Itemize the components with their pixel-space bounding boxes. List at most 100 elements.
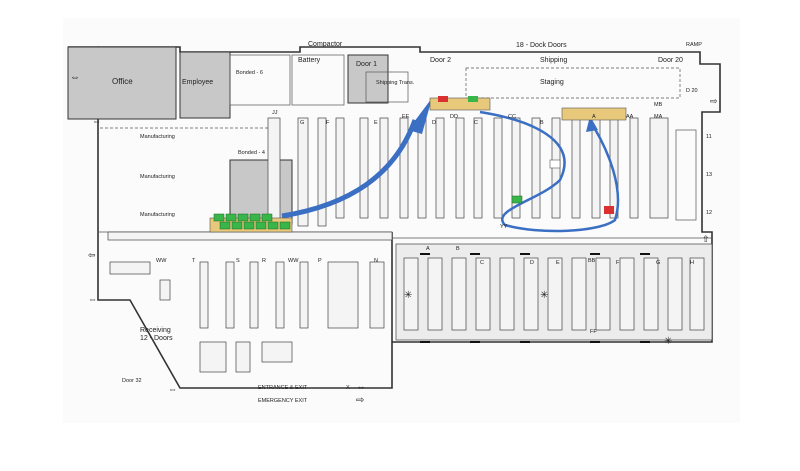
route-arrow-1 — [281, 119, 418, 219]
right-number-13: 13 — [706, 172, 712, 178]
label-shipping: Shipping — [540, 57, 567, 64]
route-arrow-2 — [479, 110, 620, 233]
emergency-arrow-ramp: ⇨ — [710, 96, 718, 106]
right-number-11: 11 — [706, 134, 712, 140]
bottom-aisle-a: A — [426, 246, 430, 252]
label-ramp: RAMP — [686, 42, 702, 48]
legend-emergency-text: EMERGENCY EXIT — [258, 398, 308, 404]
legend-emergency-arrow-icon: ⇨ — [356, 395, 364, 406]
star-marker-1: ✳ — [404, 290, 412, 301]
bottom-aisle-f: F — [616, 260, 620, 266]
employee-room — [179, 51, 231, 119]
label-ww-1: WW — [156, 258, 167, 264]
bottom-aisle-d: D — [530, 260, 534, 266]
aisle-label-s: S — [236, 258, 240, 264]
aisle-label-aa: AA — [626, 114, 634, 120]
label-manufacturing-3: Manufacturing — [140, 212, 175, 218]
staging-pallet — [561, 107, 627, 121]
red-pallet — [604, 206, 614, 214]
aisle-label-f: F — [326, 120, 330, 126]
label-receiving: Receiving — [140, 327, 171, 334]
office-room — [67, 46, 177, 120]
aisle-label-b: B — [540, 120, 544, 126]
aisle-label-dd: DD — [450, 114, 458, 120]
bottom-aisle-h: H — [690, 260, 694, 266]
route-arrowhead-1 — [408, 98, 432, 134]
entrance-arrow-door32: ⇔ — [168, 384, 177, 394]
building-outline — [68, 46, 721, 389]
dock-pallet-top — [429, 96, 491, 111]
label-bb: BB — [588, 258, 596, 264]
aisle-label-n: N — [374, 258, 378, 264]
legend-entrance-symbol: X — [346, 385, 350, 391]
label-staging: Staging — [540, 79, 564, 86]
label-bonded-6: Bonded - 6 — [236, 70, 263, 76]
legend: ENTRANCE & EXIT X ⇔ EMERGENCY EXIT ⇨ — [258, 382, 366, 406]
label-yy: YY — [500, 224, 508, 230]
label-battery: Battery — [298, 57, 321, 64]
label-door-32: Door 32 — [122, 378, 142, 384]
lower-aisle-labels: T S R P N — [192, 258, 378, 264]
aisle-label-c: C — [474, 120, 478, 126]
label-shipping-trans: Shipping Trans. — [376, 80, 415, 86]
bottom-aisle-labels-top: A B C D E F G H — [426, 246, 694, 266]
top-aisle-labels: G F E EE D DD C CC B A AA MA — [300, 114, 663, 126]
label-door-1: Door 1 — [356, 61, 377, 68]
bonded-6-area — [229, 54, 291, 106]
label-d20: D 20 — [686, 88, 698, 94]
entrance-arrow-office: ⇔ — [70, 72, 80, 83]
legend-entrance-text: ENTRANCE & EXIT — [258, 385, 308, 391]
white-pallet — [549, 159, 561, 169]
conveyor-band — [107, 231, 393, 241]
right-side-numbers: 11 13 12 — [706, 134, 712, 216]
label-door-20: Door 20 — [658, 57, 683, 64]
label-compactor: Compactor — [308, 41, 343, 48]
label-ww-2: WW — [288, 258, 299, 264]
emergency-arrow-left: ⇦ — [88, 250, 96, 260]
entrance-arrow-lower: ⇔ — [92, 116, 101, 126]
label-mb: MB — [654, 102, 663, 108]
shipping-trans-room — [365, 71, 409, 103]
lower-left-racks — [109, 261, 385, 373]
star-marker-3: ✳ — [664, 336, 672, 347]
door-1-room — [347, 54, 389, 104]
label-office: Office — [112, 77, 133, 86]
aisle-label-a: A — [592, 114, 596, 120]
legend-entrance-arrow-icon: ⇔ — [356, 382, 366, 393]
dock-door-marks — [420, 253, 650, 343]
green-pallet — [511, 195, 523, 204]
bottom-aisle-g: G — [656, 260, 660, 266]
bottom-right-racks — [395, 243, 713, 341]
aisle-label-e: E — [374, 120, 378, 126]
label-receiving-doors: 12 - Doors — [140, 335, 173, 342]
battery-area — [291, 54, 345, 106]
entrance-arrow-receiving: ⇔ — [88, 294, 97, 304]
staging-area — [465, 67, 681, 99]
aisle-label-p: P — [318, 258, 322, 264]
aisle-label-ma: MA — [654, 114, 663, 120]
label-jj: JJ — [272, 110, 278, 116]
aisle-label-d: D — [432, 120, 436, 126]
star-marker-2: ✳ — [540, 290, 548, 301]
label-manufacturing-2: Manufacturing — [140, 174, 175, 180]
aisle-label-cc: CC — [508, 114, 516, 120]
bottom-aisle-c: C — [480, 260, 484, 266]
bottom-aisle-e: E — [556, 260, 560, 266]
green-pallet-stack — [209, 213, 293, 233]
aisle-label-r: R — [262, 258, 266, 264]
aisle-label-t: T — [192, 258, 196, 264]
right-dock-block — [675, 129, 697, 221]
bottom-aisle-b: B — [456, 246, 460, 252]
label-employee: Employee — [182, 79, 213, 86]
label-bonded-4: Bonded - 4 — [238, 150, 265, 156]
label-door-2: Door 2 — [430, 57, 451, 64]
label-ff: FF — [590, 329, 597, 335]
label-manufacturing-1: Manufacturing — [140, 134, 175, 140]
aisle-label-g: G — [300, 120, 304, 126]
emergency-arrow-right: ⇧ — [702, 234, 710, 244]
right-number-12: 12 — [706, 210, 712, 216]
label-dock-doors: 18 - Dock Doors — [516, 42, 567, 49]
aisle-label-ee: EE — [402, 114, 410, 120]
